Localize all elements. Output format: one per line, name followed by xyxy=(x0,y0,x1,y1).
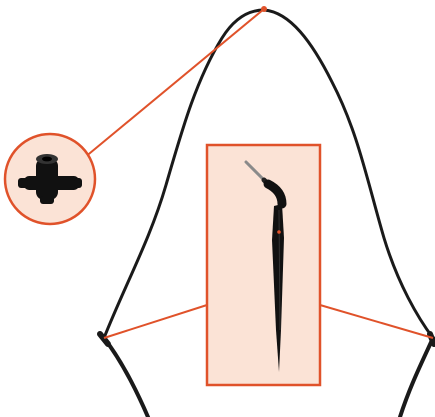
left-stake xyxy=(102,336,150,417)
left-stake-leader xyxy=(103,304,208,339)
right-stake xyxy=(398,336,435,417)
tee-connector-callout xyxy=(3,132,97,226)
dripper-stake-callout-box xyxy=(205,143,322,387)
right-junction xyxy=(427,331,435,347)
dripper-stake-callout xyxy=(205,143,322,387)
tubing-loop xyxy=(97,8,435,417)
tee-connector-leader xyxy=(83,8,265,159)
right-stake-leader xyxy=(319,304,434,339)
tubing-right-branch xyxy=(262,8,435,340)
left-junction xyxy=(97,331,111,347)
dripper-stake-icon xyxy=(244,160,287,372)
tee-connector-icon xyxy=(18,154,82,204)
tubing-left-branch xyxy=(102,8,266,340)
